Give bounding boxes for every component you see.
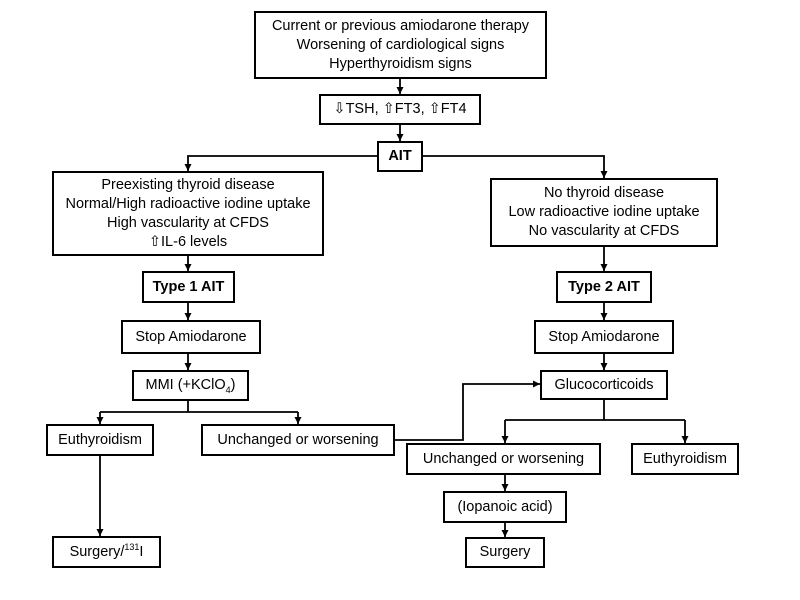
iopanoic-acid-label: (Iopanoic acid) bbox=[457, 498, 553, 515]
type1-criteria-line-2: Normal/High radioactive iodine uptake bbox=[65, 195, 311, 212]
tsh-label: TSH, bbox=[345, 101, 383, 117]
surgery-right-label: Surgery bbox=[479, 544, 531, 560]
euthyroidism-right-node: Euthyroidism bbox=[631, 443, 739, 475]
type1-ait-label: Type 1 AIT bbox=[152, 278, 225, 295]
type1-criteria-line-3: High vascularity at CFDS bbox=[107, 214, 269, 231]
surgery-right-node: Surgery bbox=[465, 537, 545, 568]
type2-criteria-line-1: No thyroid disease bbox=[543, 185, 665, 201]
lab-findings-node: ⇩TSH, ⇧FT3, ⇧FT4 bbox=[319, 94, 481, 125]
type1-criteria-line-4: IL-6 levels bbox=[161, 233, 228, 250]
increase-arrow-icon: ⇧ bbox=[382, 101, 395, 117]
unchanged-right-node: Unchanged or worsening bbox=[406, 443, 601, 475]
type1-ait-node: Type 1 AIT bbox=[142, 271, 235, 303]
iopanoic-acid-node: (Iopanoic acid) bbox=[443, 491, 567, 523]
stop-amiodarone-left-node: Stop Amiodarone bbox=[121, 320, 261, 354]
decrease-arrow-icon: ⇩ bbox=[333, 101, 346, 117]
stop-amiodarone-right-label: Stop Amiodarone bbox=[548, 328, 660, 345]
stop-amiodarone-right-node: Stop Amiodarone bbox=[534, 320, 674, 354]
type2-criteria-line-2: Low radioactive iodine uptake bbox=[508, 204, 700, 220]
arrow-mmi-split bbox=[100, 401, 298, 413]
type1-criteria-line-1: Preexisting thyroid disease bbox=[101, 176, 275, 193]
surgery-left-label: Surgery/ bbox=[69, 543, 125, 560]
start-line-1: Current or previous amiodarone therapy bbox=[271, 17, 530, 34]
ait-node: AIT bbox=[377, 141, 423, 172]
euthyroidism-left-label: Euthyroidism bbox=[58, 431, 142, 448]
surgery-left-node: Surgery/131I bbox=[52, 536, 161, 568]
type2-ait-node: Type 2 AIT bbox=[556, 271, 652, 303]
start-line-2: Worsening of cardiological signs bbox=[296, 36, 505, 53]
arrow-ait-to-type1-criteria bbox=[184, 155, 377, 171]
unchanged-left-label: Unchanged or worsening bbox=[217, 431, 379, 448]
mmi-node: MMI (+KClO4) bbox=[132, 370, 249, 401]
type2-criteria-line-3: No vascularity at CFDS bbox=[528, 223, 680, 239]
start-node: Current or previous amiodarone therapy W… bbox=[254, 11, 547, 79]
unchanged-left-node: Unchanged or worsening bbox=[201, 424, 395, 456]
surgery-left-suffix: I bbox=[139, 543, 144, 560]
type2-criteria-node: No thyroid disease Low radioactive iodin… bbox=[490, 178, 718, 247]
mmi-close: ) bbox=[230, 377, 236, 393]
stop-amiodarone-left-label: Stop Amiodarone bbox=[135, 328, 247, 345]
increase-arrow-icon: ⇧ bbox=[428, 101, 441, 117]
surgery-left-superscript: 131 bbox=[124, 541, 140, 552]
increase-arrow-icon: ⇧ bbox=[148, 233, 162, 250]
euthyroidism-right-label: Euthyroidism bbox=[643, 450, 727, 467]
glucocorticoids-node: Glucocorticoids bbox=[540, 370, 668, 400]
glucocorticoids-label: Glucocorticoids bbox=[554, 376, 654, 393]
ft4-label: FT4 bbox=[440, 101, 467, 117]
type2-ait-label: Type 2 AIT bbox=[568, 278, 640, 295]
euthyroidism-left-node: Euthyroidism bbox=[46, 424, 154, 456]
arrow-ait-to-type2-criteria bbox=[423, 155, 608, 178]
arrow-unchanged-left-to-glucocorticoids bbox=[395, 380, 540, 441]
ft3-label: FT3, bbox=[394, 101, 429, 117]
type1-criteria-node: Preexisting thyroid disease Normal/High … bbox=[52, 171, 324, 256]
arrow-glucocorticoids-split bbox=[505, 400, 685, 421]
ait-label: AIT bbox=[388, 148, 412, 164]
mmi-label: MMI (+KClO bbox=[145, 377, 226, 393]
unchanged-right-label: Unchanged or worsening bbox=[422, 450, 585, 467]
mmi-subscript: 4 bbox=[225, 384, 231, 395]
start-line-3: Hyperthyroidism signs bbox=[329, 55, 472, 72]
